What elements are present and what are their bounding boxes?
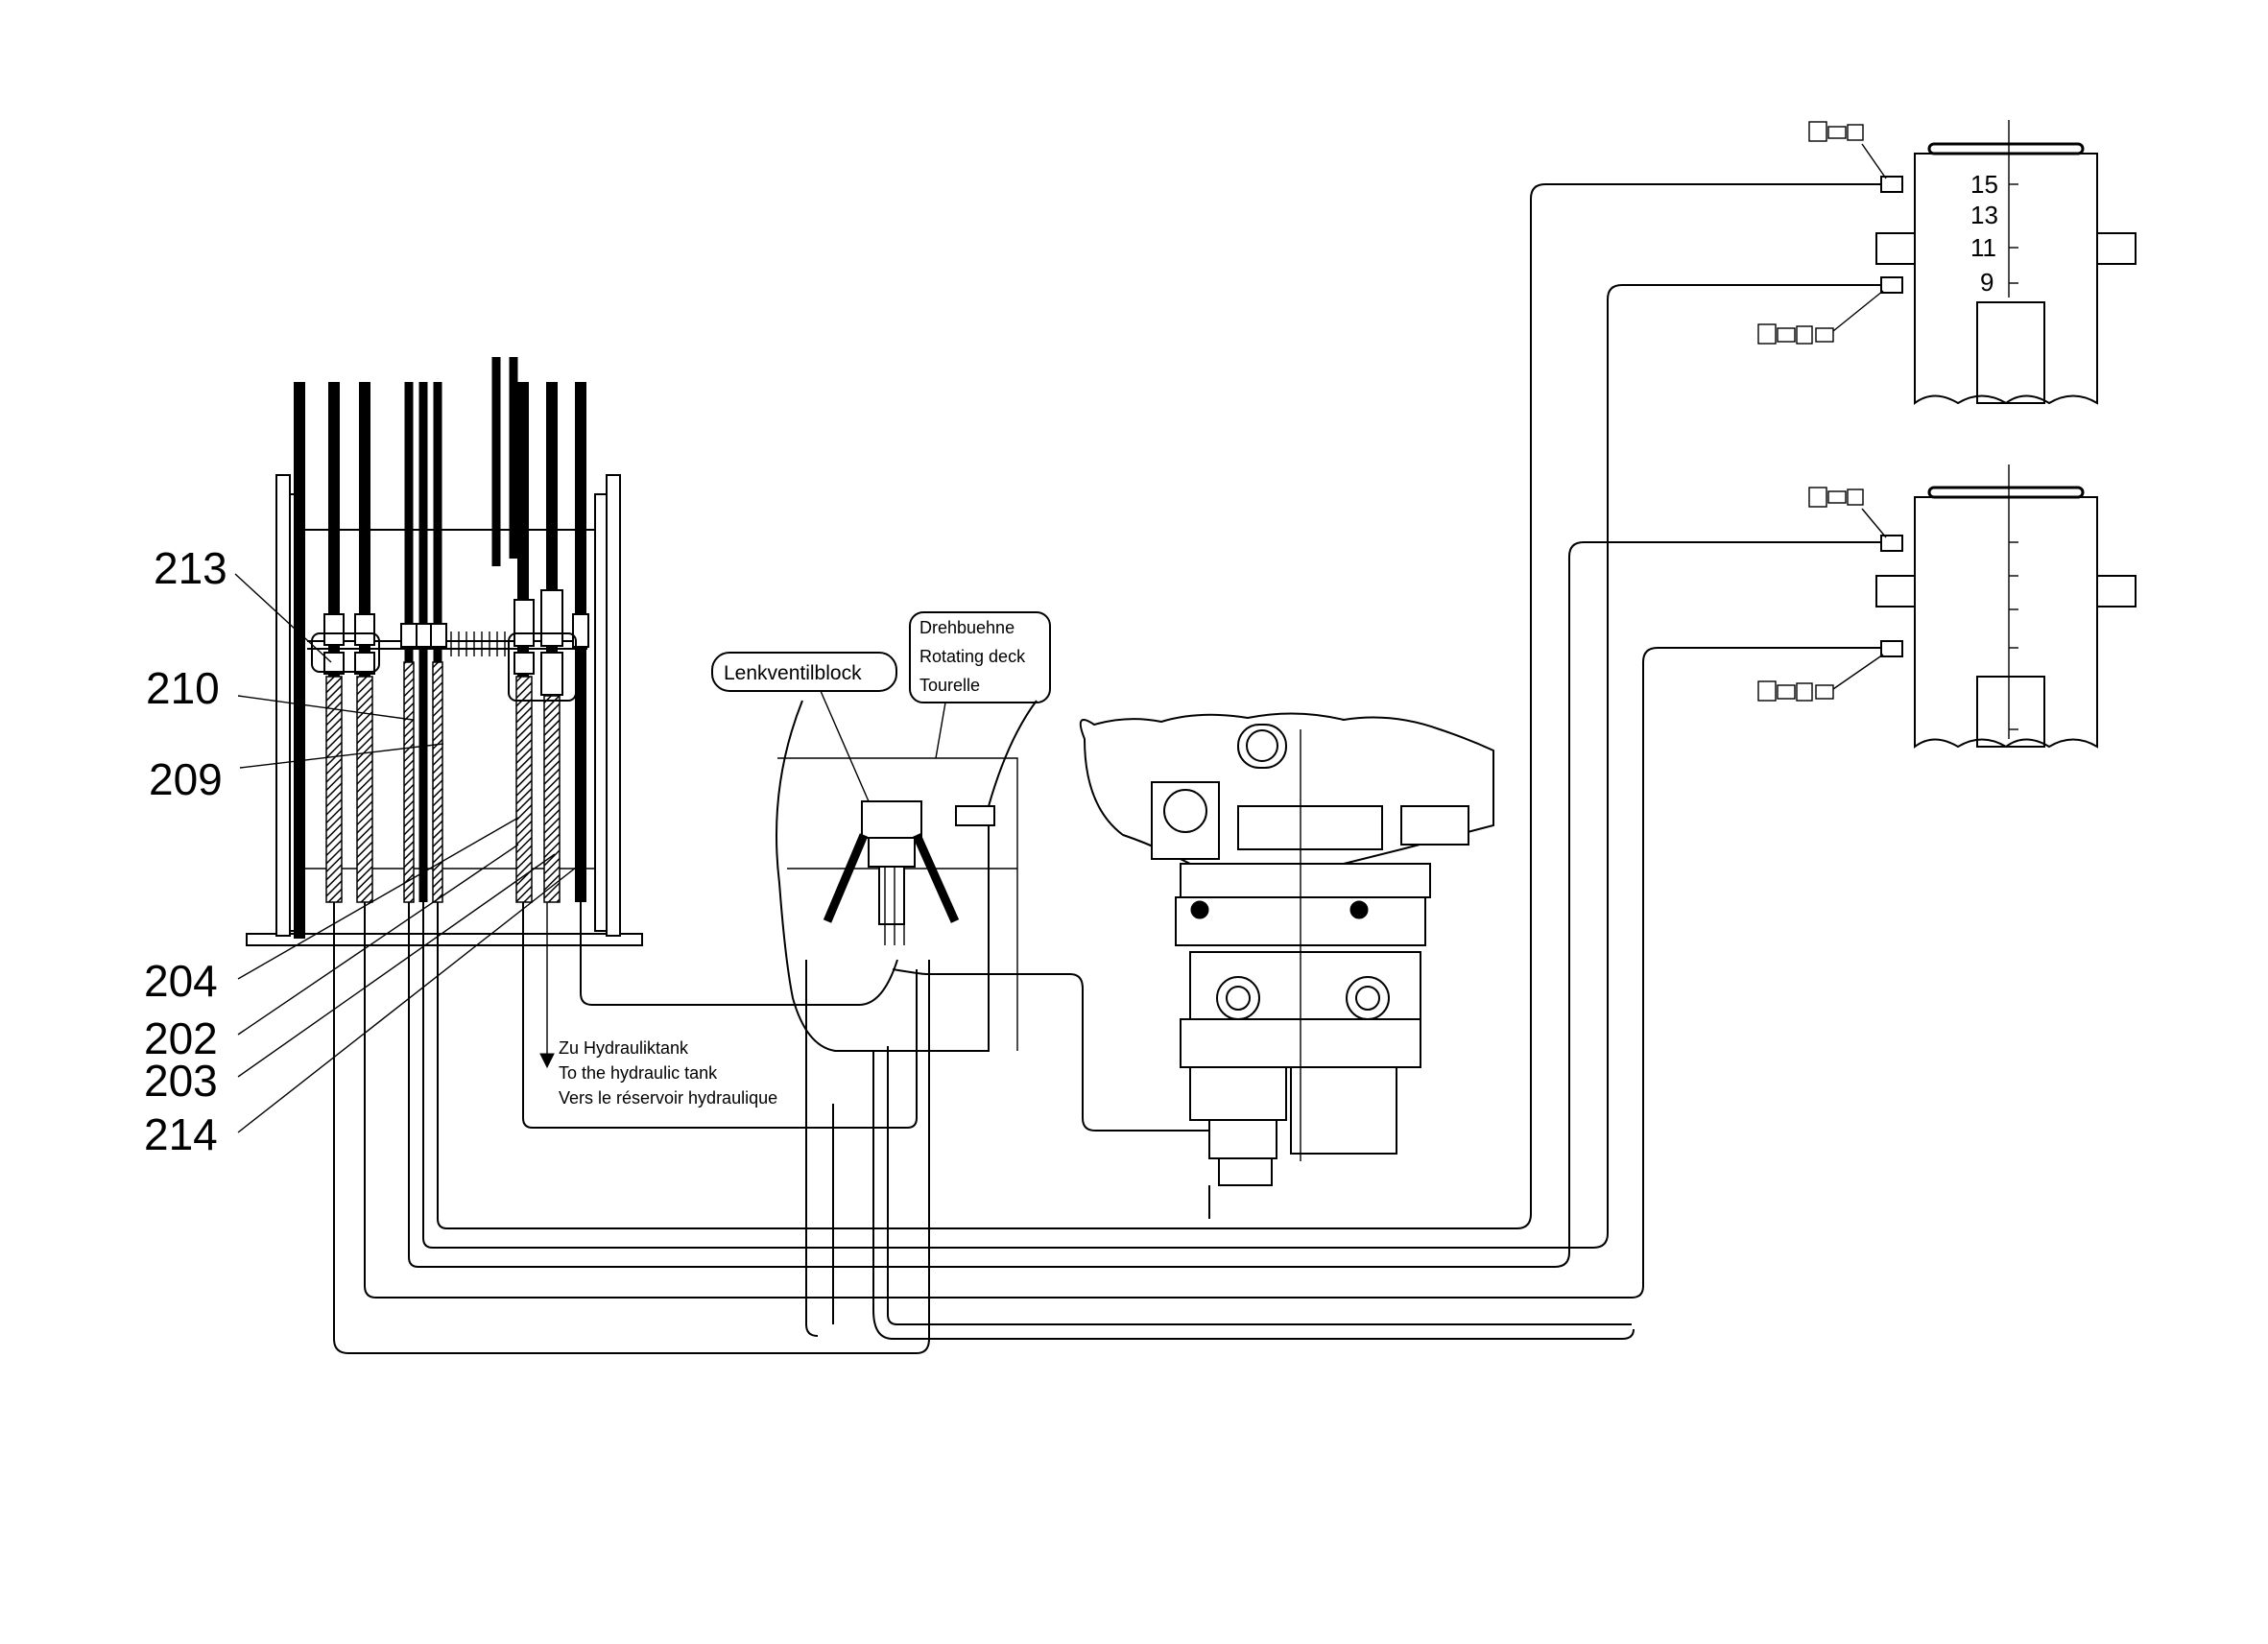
- steering-valve-area: [776, 700, 1038, 1052]
- lower-cylinder: [1757, 465, 2137, 749]
- hose-rack-assembly: [246, 357, 643, 946]
- tank-label-en: To the hydraulic tank: [559, 1063, 718, 1083]
- rotating-deck-label: Drehbuehne Rotating deck Tourelle: [909, 611, 1051, 759]
- rotating-deck-de: Drehbuehne: [919, 618, 1015, 637]
- callout-209: 209: [149, 754, 223, 804]
- scale-9: 9: [1980, 268, 1993, 297]
- rotating-deck-en: Rotating deck: [919, 647, 1026, 666]
- callout-204: 204: [144, 956, 218, 1006]
- routed-hose-lines: [333, 183, 1896, 1354]
- tank-label-fr: Vers le réservoir hydraulique: [559, 1088, 777, 1108]
- scale-11: 11: [1970, 233, 1996, 262]
- callout-group: 213 210 209 204 202 203 214: [144, 543, 582, 1159]
- steering-valve-block-label: Lenkventilblock: [711, 652, 897, 802]
- tank-return: Zu Hydrauliktank To the hydraulic tank V…: [539, 902, 777, 1108]
- steering-valve-block-text: Lenkventilblock: [724, 662, 862, 684]
- callout-210: 210: [146, 663, 220, 713]
- upper-cylinder: 15 13 11 9: [1757, 120, 2137, 405]
- callout-214: 214: [144, 1109, 218, 1159]
- rotating-deck-fr: Tourelle: [919, 676, 980, 695]
- callout-202: 202: [144, 1013, 218, 1063]
- scale-13: 13: [1970, 201, 1998, 229]
- callout-213: 213: [154, 543, 227, 593]
- engine-pump-assembly: [1079, 712, 1494, 1186]
- scale-15: 15: [1970, 170, 1998, 199]
- callout-203: 203: [144, 1056, 218, 1106]
- tank-label-de: Zu Hydrauliktank: [559, 1038, 689, 1058]
